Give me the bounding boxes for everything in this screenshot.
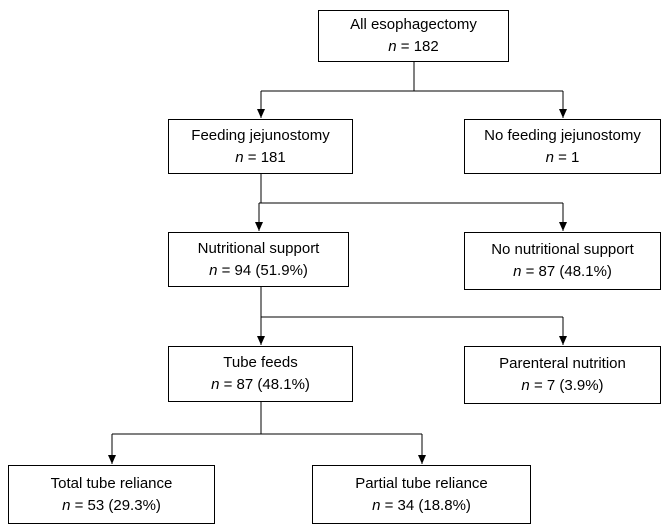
n-symbol: n xyxy=(521,377,530,394)
node-label: Tube feeds xyxy=(223,354,298,371)
node-tube-feeds: Tube feeds n = 87 (48.1%) xyxy=(168,346,353,402)
node-count: n = 7 (3.9%) xyxy=(521,375,603,397)
node-feeding-jejunostomy: Feeding jejunostomy n = 181 xyxy=(168,119,353,174)
n-value: = 181 xyxy=(247,148,286,166)
node-total-tube-reliance: Total tube reliance n = 53 (29.3%) xyxy=(8,465,215,524)
node-label: No feeding jejunostomy xyxy=(484,126,641,144)
node-label: All esophagectomy xyxy=(350,16,477,33)
node-count: n = 87 (48.1%) xyxy=(513,261,612,283)
n-value: = 94 (51.9%) xyxy=(221,261,308,279)
n-symbol: n xyxy=(513,263,522,280)
n-value: = 53 (29.3%) xyxy=(74,496,161,514)
node-parenteral-nutrition: Parenteral nutrition n = 7 (3.9%) xyxy=(464,346,661,404)
n-symbol: n xyxy=(545,148,554,166)
node-no-nutritional-support: No nutritional support n = 87 (48.1%) xyxy=(464,232,661,290)
node-label: Partial tube reliance xyxy=(355,474,488,492)
n-value: = 7 (3.9%) xyxy=(533,377,604,394)
n-symbol: n xyxy=(235,148,244,166)
node-label: Total tube reliance xyxy=(50,474,173,492)
n-symbol: n xyxy=(62,496,71,514)
n-value: = 87 (48.1%) xyxy=(223,376,310,393)
n-symbol: n xyxy=(372,496,381,514)
n-symbol: n xyxy=(211,376,220,393)
n-symbol: n xyxy=(388,38,397,55)
node-count: n = 87 (48.1%) xyxy=(211,374,310,396)
node-partial-tube-reliance: Partial tube reliance n = 34 (18.8%) xyxy=(312,465,531,524)
node-label: Feeding jejunostomy xyxy=(191,126,330,144)
node-label: Parenteral nutrition xyxy=(499,355,626,372)
node-nutritional-support: Nutritional support n = 94 (51.9%) xyxy=(168,232,349,287)
node-count: n = 1 xyxy=(546,147,580,169)
node-count: n = 34 (18.8%) xyxy=(372,495,471,517)
node-label: No nutritional support xyxy=(491,241,634,258)
n-value: = 87 (48.1%) xyxy=(525,263,612,280)
node-count: n = 181 xyxy=(235,147,285,169)
node-label: Nutritional support xyxy=(197,239,320,257)
node-count: n = 94 (51.9%) xyxy=(209,260,308,282)
n-value: = 34 (18.8%) xyxy=(384,496,471,514)
node-all-esophagectomy: All esophagectomy n = 182 xyxy=(318,10,509,62)
n-value: = 182 xyxy=(400,38,439,55)
node-count: n = 182 xyxy=(388,36,438,58)
node-no-feeding-jejunostomy: No feeding jejunostomy n = 1 xyxy=(464,119,661,174)
n-symbol: n xyxy=(209,261,218,279)
node-count: n = 53 (29.3%) xyxy=(62,495,161,517)
n-value: = 1 xyxy=(558,148,580,166)
